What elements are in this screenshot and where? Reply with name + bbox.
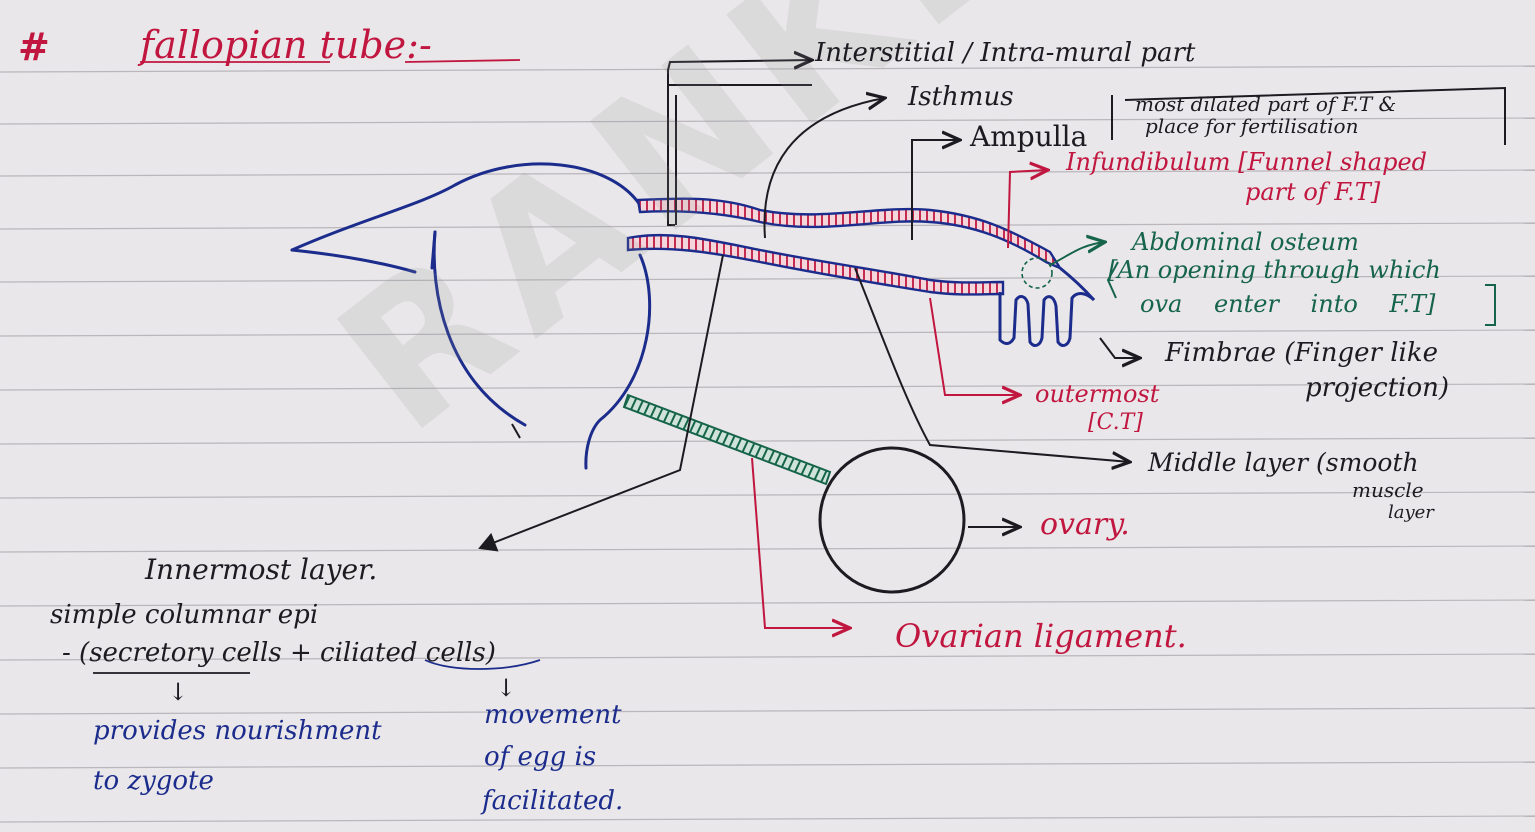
label-secretory-note-1: provides nourishment <box>93 718 382 744</box>
label-innermost: Innermost layer. <box>145 556 377 584</box>
label-ciliated-note-1: movement <box>484 702 622 728</box>
label-ovarian-ligament: Ovarian ligament. <box>895 620 1187 652</box>
label-infundibulum: Infundibulum [Funnel shaped <box>1066 150 1427 174</box>
label-middle-layer-2: muscle <box>1352 480 1424 500</box>
fimbrae-fingers <box>1000 292 1094 345</box>
label-outermost-ct: [C.T] <box>1088 412 1143 434</box>
label-isthmus: Isthmus <box>908 84 1014 110</box>
label-ovary: ovary. <box>1040 510 1130 540</box>
label-interstitial: Interstitial / Intra-mural part <box>815 40 1195 66</box>
title-hash: # <box>18 28 50 66</box>
label-ampulla: Ampulla <box>970 123 1087 151</box>
label-ciliated-note-2: of egg is <box>484 744 596 770</box>
arrow-down-ciliated: ↓ <box>496 676 516 700</box>
label-ostium-note-2: ova enter into F.T] <box>1140 292 1435 316</box>
label-ciliated-note-3: facilitated. <box>482 788 623 814</box>
label-secretory-note-2: to zygote <box>93 768 214 794</box>
label-cell-types: - (secretory cells + ciliated cells) <box>62 640 496 666</box>
label-abdominal-ostium: Abdominal osteum <box>1132 230 1359 254</box>
label-fimbrae: Fimbrae (Finger like <box>1165 340 1438 366</box>
label-middle-layer-3: layer <box>1388 504 1434 522</box>
label-ostium-note-1: [An opening through which <box>1108 258 1441 282</box>
page-title: fallopian tube:- <box>140 26 432 64</box>
label-middle-layer: Middle layer (smooth <box>1148 450 1419 475</box>
ovary-circle <box>820 448 964 592</box>
label-ampulla-note-2: place for fertilisation <box>1145 116 1358 136</box>
label-fimbrae-2: projection) <box>1305 375 1449 401</box>
label-outermost: outermost <box>1035 382 1159 406</box>
ovarian-ligament-band <box>624 395 830 484</box>
label-ampulla-note-1: most dilated part of F.T & <box>1135 94 1396 114</box>
label-infundibulum-2: part of F.T] <box>1245 180 1380 204</box>
label-simple-columnar: simple columnar epi <box>50 602 318 628</box>
arrow-down-secretory: ↓ <box>168 680 188 704</box>
